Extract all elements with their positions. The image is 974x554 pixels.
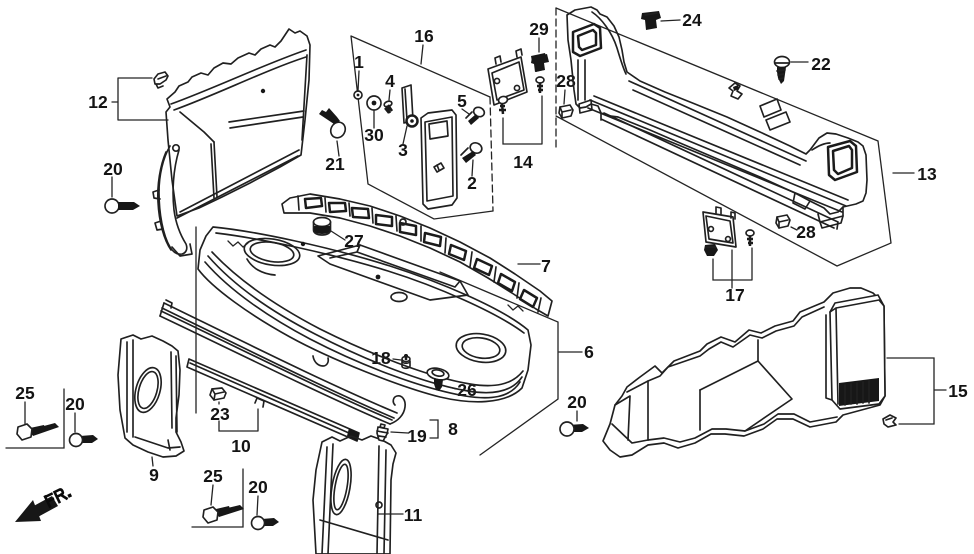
svg-text:30: 30	[364, 125, 384, 145]
svg-text:11: 11	[404, 505, 423, 525]
svg-text:28: 28	[556, 71, 576, 91]
svg-text:8: 8	[448, 419, 458, 439]
svg-text:25: 25	[203, 466, 223, 486]
svg-text:22: 22	[811, 54, 831, 74]
svg-text:9: 9	[149, 465, 159, 485]
svg-text:2: 2	[467, 173, 477, 193]
svg-text:14: 14	[513, 152, 533, 172]
svg-text:29: 29	[529, 19, 549, 39]
svg-text:1: 1	[354, 52, 364, 72]
svg-text:15: 15	[948, 381, 968, 401]
svg-text:19: 19	[407, 426, 427, 446]
svg-text:4: 4	[385, 71, 395, 91]
svg-text:10: 10	[231, 436, 251, 456]
svg-text:17: 17	[725, 285, 744, 305]
svg-text:16: 16	[414, 26, 434, 46]
svg-text:12: 12	[88, 92, 108, 112]
svg-text:28: 28	[796, 222, 816, 242]
svg-text:20: 20	[103, 159, 123, 179]
svg-text:20: 20	[248, 477, 268, 497]
svg-text:21: 21	[325, 154, 345, 174]
svg-text:7: 7	[541, 256, 551, 276]
svg-text:6: 6	[584, 342, 594, 362]
svg-text:13: 13	[917, 164, 937, 184]
svg-text:5: 5	[457, 91, 467, 111]
svg-text:20: 20	[567, 392, 587, 412]
svg-text:23: 23	[210, 404, 230, 424]
svg-text:24: 24	[682, 10, 702, 30]
svg-text:25: 25	[15, 383, 35, 403]
svg-text:3: 3	[398, 140, 408, 160]
svg-text:20: 20	[65, 394, 85, 414]
